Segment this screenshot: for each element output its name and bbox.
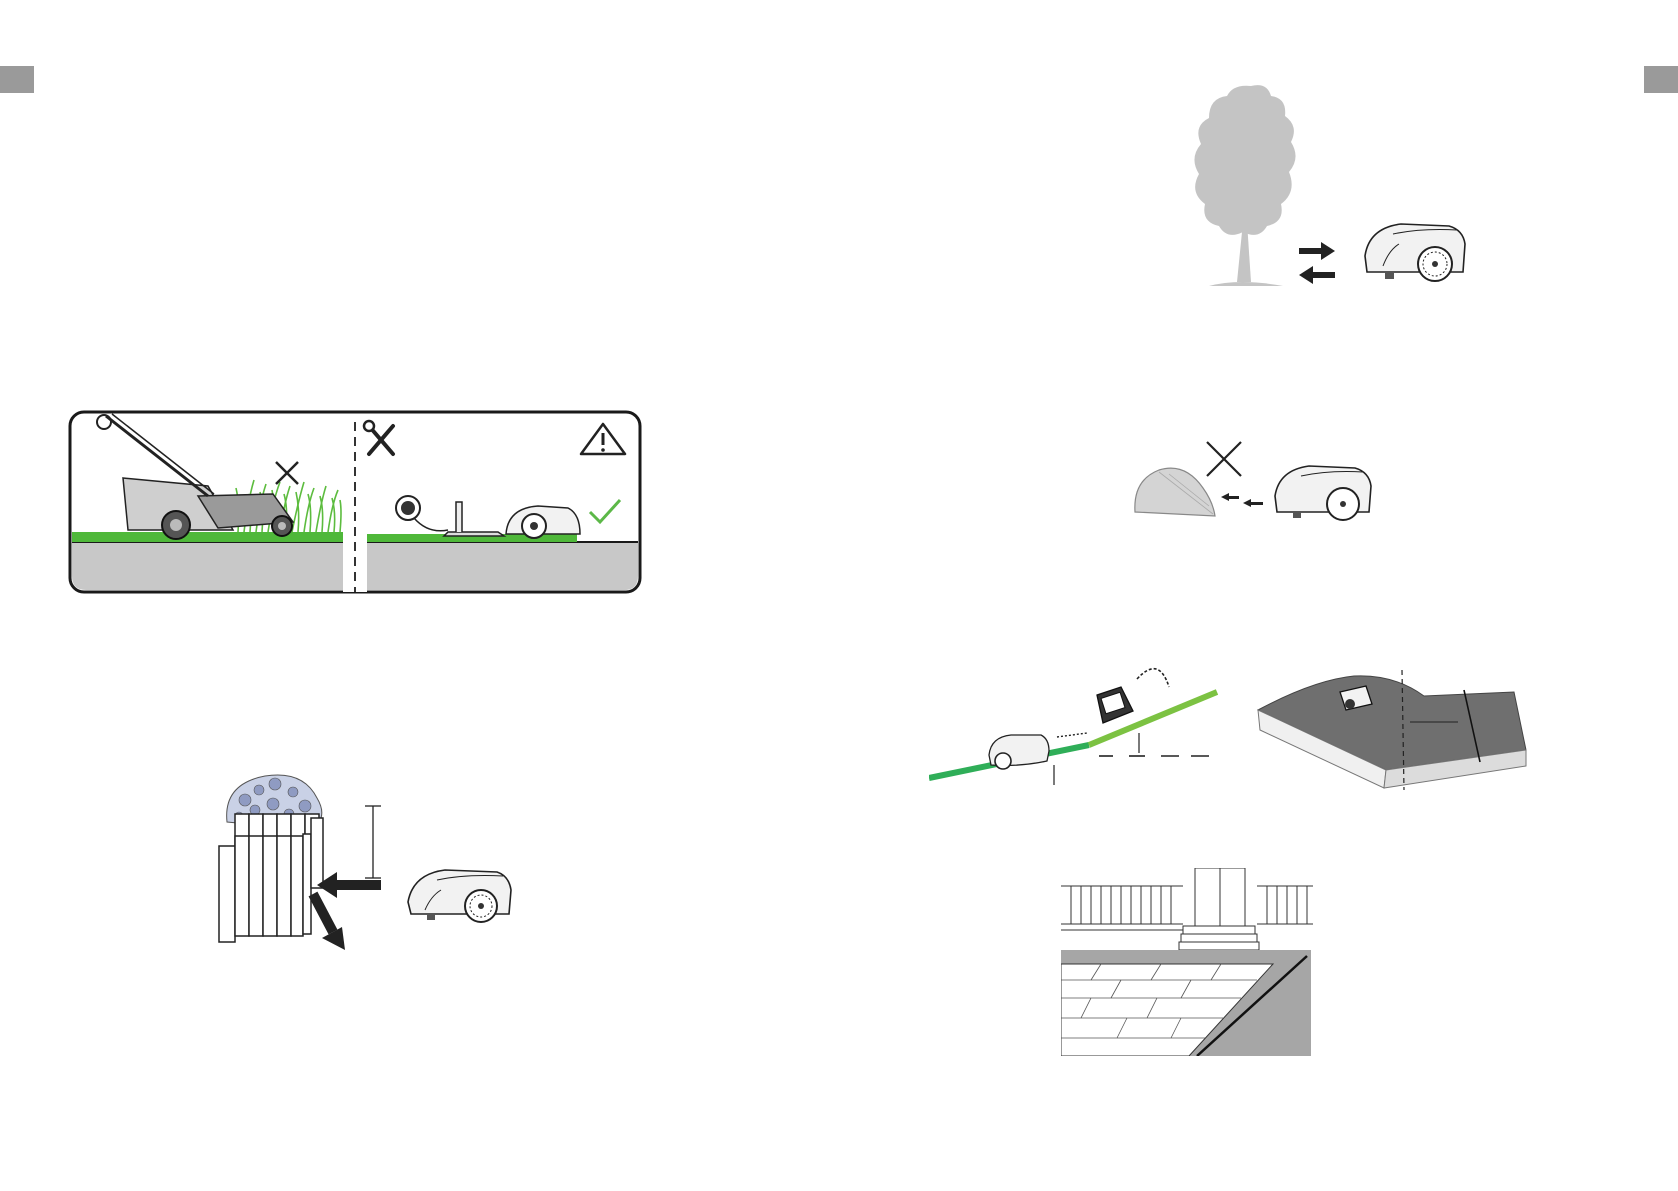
- robotic-mower-turning-icon: [1097, 687, 1133, 723]
- right-page: [839, 0, 1678, 1191]
- grass-preparation-panel: [68, 410, 644, 596]
- robotic-mower-icon: [1275, 466, 1371, 520]
- porch-path-figure: [1061, 868, 1313, 1056]
- deflect-arrow: [313, 894, 345, 950]
- tree-icon: [1194, 85, 1295, 286]
- left-page: [0, 0, 839, 1191]
- cross-mark-icon: [1207, 442, 1241, 476]
- robotic-mower-icon: [408, 870, 511, 922]
- approach-arrow: [317, 872, 381, 898]
- raised-bed-obstacle-figure: [205, 770, 525, 960]
- raised-bed-front: [219, 818, 323, 942]
- turn-arrow: [1137, 669, 1169, 687]
- robotic-mower-icon: [1365, 224, 1465, 281]
- approach-arrows: [1221, 493, 1263, 507]
- slope-figure: [929, 655, 1229, 795]
- tree-obstacle-figure: [1189, 82, 1509, 292]
- slope-terrain-figure: [1254, 670, 1534, 790]
- robotic-mower-icon: [989, 735, 1049, 769]
- rock-icon: [1135, 468, 1215, 516]
- rock-obstacle-figure: [1129, 440, 1409, 540]
- back-and-forth-arrows: [1299, 242, 1335, 284]
- height-indicator: [365, 806, 381, 878]
